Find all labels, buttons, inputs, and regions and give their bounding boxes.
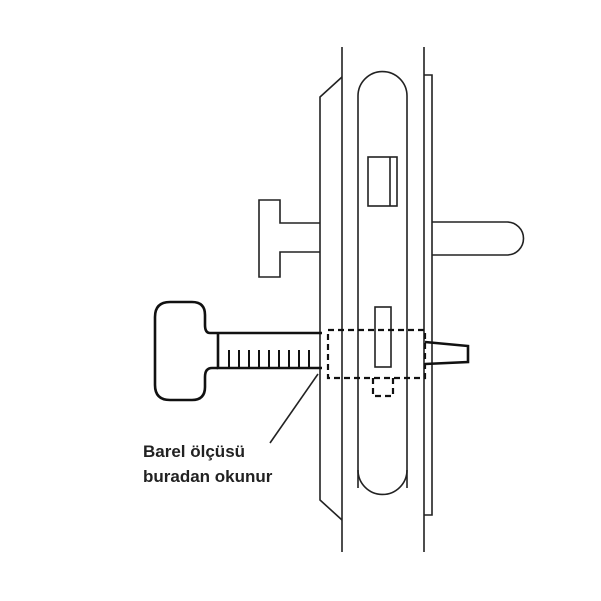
lock-faceplate bbox=[357, 70, 408, 488]
cylinder-barrel bbox=[216, 331, 322, 370]
latch-bolt bbox=[424, 340, 470, 366]
latch-slot bbox=[367, 156, 398, 207]
right-escutcheon-plate bbox=[424, 74, 433, 516]
thumb-turn bbox=[258, 199, 320, 278]
hidden-cylinder-outline bbox=[326, 328, 427, 380]
caption-line-2: buradan okunur bbox=[143, 467, 273, 486]
hidden-cam-outline bbox=[371, 378, 395, 398]
left-escutcheon-plate bbox=[319, 76, 343, 521]
caption-line-1: Barel ölçüsü bbox=[143, 442, 246, 461]
key-head bbox=[153, 300, 218, 402]
door-handle bbox=[432, 221, 525, 256]
cam-slot bbox=[374, 306, 392, 368]
leader-line bbox=[269, 373, 319, 444]
barrel-scale-ticks bbox=[228, 350, 310, 368]
lock-faceplate-bottom bbox=[357, 469, 408, 496]
